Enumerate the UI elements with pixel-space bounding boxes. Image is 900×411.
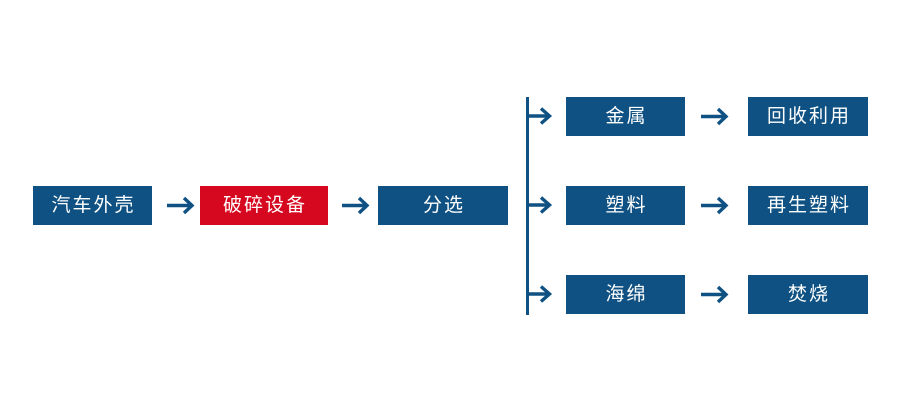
branch-arrow-plastic <box>526 196 553 214</box>
branch-arrow-metal <box>526 107 553 125</box>
branch-arrow-sponge <box>526 285 553 303</box>
node-regenerated-plastic[interactable]: 再生塑料 <box>748 186 868 225</box>
node-car-shell[interactable]: 汽车外壳 <box>33 186 152 225</box>
arrow-input-to-crusher <box>167 196 195 215</box>
arrow-plastic-to-regenerated <box>701 196 729 215</box>
node-metal[interactable]: 金属 <box>566 97 685 136</box>
node-sorting[interactable]: 分选 <box>378 186 508 225</box>
node-sponge[interactable]: 海绵 <box>566 275 685 314</box>
arrow-metal-to-recycle <box>701 107 729 126</box>
node-incineration[interactable]: 焚烧 <box>748 275 868 314</box>
node-plastic[interactable]: 塑料 <box>566 186 685 225</box>
node-crushing-equipment[interactable]: 破碎设备 <box>200 186 328 225</box>
node-recycle-reuse[interactable]: 回收利用 <box>748 97 868 136</box>
arrow-sponge-to-incineration <box>701 285 729 304</box>
arrow-crusher-to-sorting <box>342 196 370 215</box>
